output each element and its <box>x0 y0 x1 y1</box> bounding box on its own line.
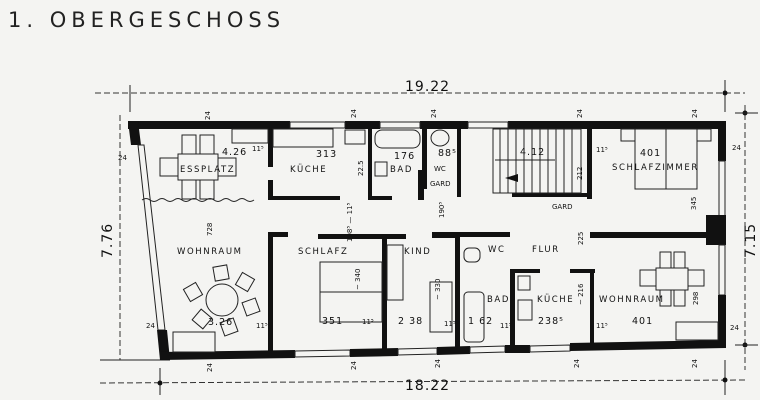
round-table <box>205 283 239 317</box>
room-wohnraum-right: WOHNRAUM <box>599 295 665 305</box>
measure: 88⁵ <box>438 148 457 159</box>
measure: 11⁵ <box>500 322 512 330</box>
plan-title: 1. OBERGESCHOSS <box>8 8 285 32</box>
measure: 176 <box>394 151 415 162</box>
measure: 351 <box>322 316 343 327</box>
measure: 24 <box>118 154 127 162</box>
measure: ~ 330 <box>434 279 442 300</box>
measure: 108⁵ — 11⁵ <box>346 202 354 242</box>
measure: 298 <box>692 292 700 305</box>
wall-mark: 24 <box>434 359 442 368</box>
measure: 401 <box>632 316 653 327</box>
measure: ~ 216 <box>577 283 585 305</box>
room-wohnraum: WOHNRAUM <box>177 247 243 257</box>
wall-marks: 24 24 24 24 24 24 24 24 24 24 <box>204 109 699 372</box>
room-bad: BAD <box>390 165 413 175</box>
wall-mark: 24 <box>576 109 584 118</box>
wall-mark: 24 <box>350 361 358 370</box>
wall-mark: 24 <box>573 359 581 368</box>
measure: 4.26 <box>222 147 247 158</box>
room-labels: ESSPLATZ KÜCHE BAD WC GARD SCHLAFZIMMER … <box>177 163 699 305</box>
measure: 345 <box>690 197 698 210</box>
measure: 11⁵ <box>252 145 264 153</box>
dimension-top: 19.22 <box>405 79 450 95</box>
measure: 24 <box>730 324 739 332</box>
room-bad-lower: BAD <box>487 295 510 305</box>
wall-mark: 24 <box>691 109 699 118</box>
measure: 22.5 <box>357 160 365 176</box>
measure: 11⁵ <box>256 322 268 330</box>
staircase <box>492 128 582 194</box>
measure: 238⁵ <box>538 316 564 327</box>
toilet <box>430 129 450 147</box>
wall-mark: 24 <box>206 363 214 372</box>
measure: 1 62 <box>468 316 493 327</box>
room-wc-lower: WC <box>488 245 506 255</box>
bathtub <box>374 129 421 149</box>
measure: 212 <box>576 167 584 180</box>
dining-table <box>177 153 219 181</box>
dimension-bottom: 18.22 <box>405 378 450 394</box>
dimension-left: 7.76 <box>100 223 116 258</box>
room-kueche: KÜCHE <box>290 164 327 175</box>
room-schlafz: SCHLAFZ <box>298 247 348 257</box>
room-flur: FLUR <box>532 245 560 255</box>
wall-mark: 24 <box>350 109 358 118</box>
room-gard: GARD <box>430 180 450 188</box>
measure: 190⁵ <box>438 202 446 218</box>
room-kind: KIND <box>404 247 431 257</box>
measure: 728 <box>206 223 214 236</box>
measure: 11⁵ <box>362 318 374 326</box>
room-wc: WC <box>434 165 446 173</box>
measure: 313 <box>316 149 337 160</box>
wall-mark: 24 <box>430 109 438 118</box>
wall-mark: 24 <box>204 111 212 120</box>
walls <box>128 121 726 360</box>
furniture <box>141 128 719 353</box>
measure: 11⁵ <box>444 320 456 328</box>
toilet-lower <box>463 247 481 263</box>
measure: 11⁵ <box>596 146 608 154</box>
measure: 11⁵ <box>596 322 608 330</box>
measurements: 4.26 11⁵ 313 22.5 176 88⁵ 190⁵ 108⁵ — 11… <box>118 144 741 332</box>
measure: 24 <box>732 144 741 152</box>
bathtub-lower <box>463 291 485 343</box>
dimension-lines <box>95 80 758 395</box>
measure: 2 38 <box>398 316 423 327</box>
dimension-right: 7.15 <box>743 223 759 258</box>
room-kueche-lower: KÜCHE <box>537 294 574 305</box>
room-essplatz: ESSPLATZ <box>180 165 235 175</box>
room-gard-stair: GARD <box>552 203 572 211</box>
measure: 401 <box>640 148 661 159</box>
room-schlafzimmer: SCHLAFZIMMER <box>612 163 699 173</box>
measure: 24 <box>146 322 155 330</box>
measure: 4.12 <box>520 147 545 158</box>
measure: 225 <box>577 232 585 245</box>
wall-mark: 24 <box>691 359 699 368</box>
measure: 3.26 <box>208 317 233 328</box>
measure: ~ 340 <box>354 269 362 290</box>
dining-table-lower <box>655 267 689 291</box>
